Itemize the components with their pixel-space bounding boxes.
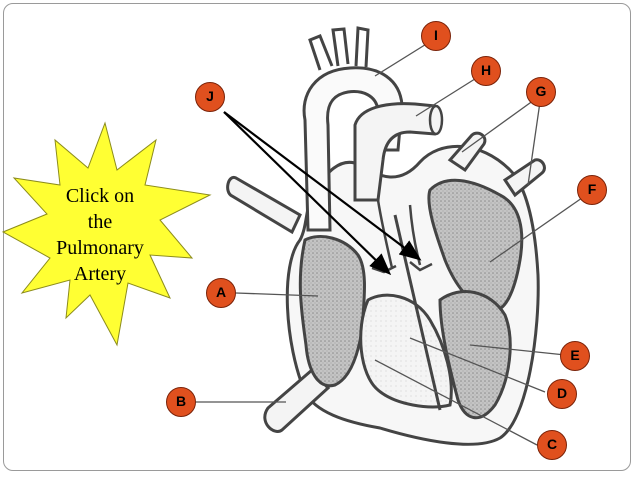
prompt-line: Pulmonary [56, 237, 144, 259]
label-d-button[interactable]: D [547, 379, 577, 409]
inferior-vena-cava [263, 367, 331, 433]
label-g-button[interactable]: G [526, 77, 556, 107]
aortic-branches [308, 26, 370, 71]
prompt-line: Click on [65, 185, 135, 207]
left-atrium [427, 178, 524, 313]
leader-lines [196, 37, 593, 446]
superior-vena-cava [226, 175, 302, 235]
label-h-button[interactable]: H [471, 56, 501, 86]
label-j-button[interactable]: J [195, 82, 225, 112]
j-arrows [223, 111, 422, 276]
label-e-button[interactable]: E [560, 341, 590, 371]
instruction-prompt: Click on the Pulmonary Artery [30, 183, 170, 287]
right-atrium [298, 235, 366, 388]
label-c-button[interactable]: C [537, 430, 567, 460]
label-i-button[interactable]: I [421, 21, 451, 51]
prompt-line: the [87, 211, 113, 233]
label-a-button[interactable]: A [206, 278, 236, 308]
slide-frame [3, 3, 631, 471]
starburst [1, 121, 212, 347]
label-b-button[interactable]: B [166, 387, 196, 417]
left-ventricle [438, 290, 512, 419]
pulmonary-vein-lower [502, 158, 546, 198]
prompt-line: Artery [73, 263, 127, 285]
label-f-button[interactable]: F [577, 175, 607, 205]
